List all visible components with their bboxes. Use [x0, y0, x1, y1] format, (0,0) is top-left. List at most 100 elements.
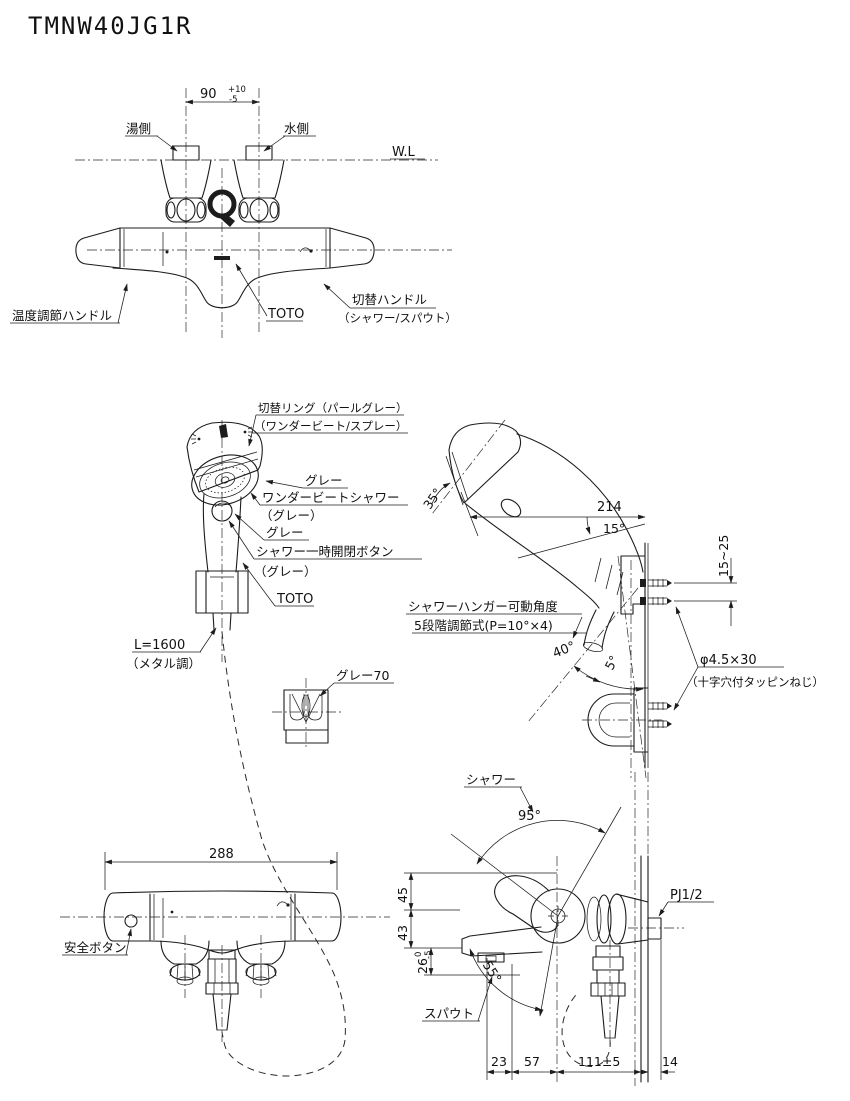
spray-face — [191, 454, 259, 506]
upper-hanger-bracket — [620, 555, 646, 615]
screw-leader-upper — [675, 606, 699, 668]
hook-holder-part: グレー70 — [272, 668, 394, 750]
pj-connector — [647, 917, 662, 940]
safety-button-leader — [125, 928, 132, 956]
pause-button-sub-label: （グレー） — [254, 564, 317, 579]
spout-label: スパウト — [424, 1006, 474, 1021]
valve-body — [75, 227, 375, 309]
spout-angle-arc — [469, 948, 543, 1012]
connection-leader — [658, 901, 669, 917]
swing-angle-label: 40° — [551, 639, 578, 662]
gray-leader-1 — [265, 479, 304, 489]
supply-leg-hot — [160, 145, 212, 223]
gray-label-1: グレー — [305, 473, 343, 488]
pause-button — [211, 500, 233, 522]
hose-exit — [582, 609, 615, 653]
shower-head-side — [445, 422, 522, 518]
lower-hanger-hook — [582, 687, 662, 753]
wonder-beat-label: ワンダービートシャワー — [262, 490, 400, 505]
valve-side-view: PJ1/2 — [395, 772, 714, 1086]
brand-mark-plate — [214, 256, 230, 260]
screw-depth-dimension: 15~25 — [716, 535, 731, 577]
tilted-axis — [617, 555, 647, 779]
switch-ring-sub-label: （ワンダービート/スプレー） — [254, 419, 407, 433]
tilt-angle-label: 5° — [602, 653, 622, 673]
head-brand-leader — [242, 562, 276, 607]
shower-head-side-view: 35° — [406, 419, 824, 779]
temp-handle-label: 温度調節ハンドル — [12, 308, 112, 323]
pause-button-side — [500, 498, 522, 518]
gray-leader-2 — [234, 513, 265, 541]
screw-spec-sub-label: （十字穴付タッピンねじ） — [686, 675, 824, 689]
tapping-screw — [640, 579, 672, 587]
valve-body-side — [461, 875, 649, 963]
head-axis — [431, 419, 506, 515]
connection-label: PJ1/2 — [670, 888, 703, 903]
switch-handle-sub-label: （シャワー/スパウト） — [338, 311, 457, 325]
spout-direction-line — [538, 915, 559, 1017]
shower-label: シャワー — [466, 772, 516, 787]
dim-111: 111±5 — [578, 1054, 620, 1069]
temp-handle-leader — [117, 283, 128, 324]
tapping-screw — [640, 597, 672, 605]
dim-26: 26 — [415, 958, 430, 974]
hose-finish-label: （メタル調） — [126, 656, 201, 671]
temp-scale-icon — [162, 232, 169, 266]
wonder-beat-leader — [250, 492, 261, 506]
span-dimension: 90 — [200, 87, 217, 102]
spout-leader — [477, 976, 493, 1022]
shower-hose-curve — [221, 631, 346, 1077]
gray-label-2: グレー — [266, 525, 304, 540]
wall-line-label: W.L — [392, 145, 415, 160]
screw-spec-label: φ4.5×30 — [700, 653, 757, 668]
switch-mark-icon — [276, 901, 290, 907]
cold-side-label: 水側 — [284, 121, 309, 136]
shower-head-front-view: 切替リング（パールグレー） （ワンダービート/スプレー） グレー ワンダービート… — [126, 401, 422, 671]
hose-fitting — [212, 612, 232, 631]
shower-angle-label: 95° — [518, 809, 541, 824]
shower-angle-arc — [476, 820, 606, 865]
hook-holder-label: グレー70 — [336, 668, 389, 683]
shower-leader — [519, 786, 534, 813]
swing-limit-axis — [527, 587, 639, 723]
thermostat-dial — [530, 888, 586, 944]
spray-mode-icon — [191, 433, 201, 445]
dim-45: 45 — [395, 887, 410, 903]
span-tolerance-lower: -5 — [229, 95, 237, 105]
dim-14: 14 — [662, 1054, 678, 1069]
shower-direction-line — [450, 833, 559, 917]
safety-button — [124, 914, 138, 928]
hook-holder-leader — [319, 682, 335, 697]
screw-leader-lower — [673, 666, 699, 711]
hang-angle-label: 15° — [603, 521, 625, 536]
cold-side-leader — [263, 135, 286, 152]
dim-43: 43 — [395, 925, 410, 941]
valve-front-top-view: W.L 90 +10 -5 湯側 水側 — [10, 85, 457, 338]
dim-26-group: 26 0 -5 — [414, 951, 434, 974]
brand-leader — [235, 263, 268, 317]
supply-leg-cold — [233, 145, 285, 223]
pause-button-leader — [228, 520, 255, 560]
swing-angle-arc — [573, 665, 644, 692]
hose-leader — [199, 627, 217, 653]
supply-bell — [160, 935, 210, 998]
handle-side — [465, 433, 644, 609]
spout — [461, 926, 543, 963]
valve-front-bottom-view: 288 — [60, 847, 390, 1042]
brand-label: TOTO — [267, 307, 304, 322]
head-angle-arc — [431, 482, 451, 505]
reach-dimension: 214 — [597, 500, 622, 515]
model-number-title: TMNW40JG1R — [28, 12, 193, 40]
safety-button-label: 安全ボタン — [64, 940, 127, 955]
hose-connection-side — [561, 940, 626, 1067]
shower-handle — [202, 493, 242, 573]
width-dimension: 288 — [209, 847, 234, 862]
tapping-screw — [648, 720, 672, 728]
hang-angle-arc — [585, 516, 591, 535]
dim-23: 23 — [491, 1054, 507, 1069]
wonder-beat-sub-label: （グレー） — [260, 508, 323, 523]
switch-ring-label: 切替リング（パールグレー） — [258, 401, 408, 415]
lever-handle — [494, 875, 550, 915]
switch-ring-leader — [248, 414, 257, 447]
